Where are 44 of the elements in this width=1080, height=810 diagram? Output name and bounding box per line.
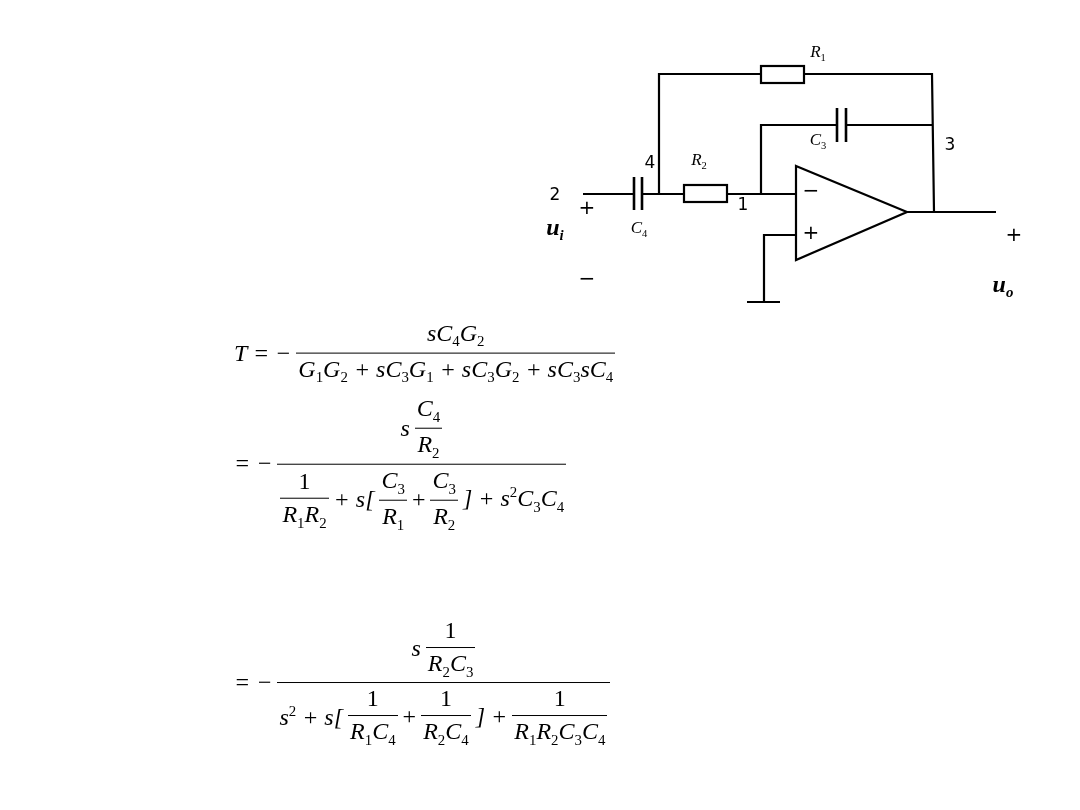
voltage-label: u$_{o}$: [992, 271, 1014, 301]
polarity-sign: +: [578, 197, 596, 217]
math-term: R$_{2}$: [432, 502, 457, 534]
component-label: R$_{2}$: [691, 150, 707, 172]
math-term: = −: [233, 450, 274, 478]
math-term: 1: [443, 617, 458, 645]
math-term: C$_{3}$: [380, 466, 406, 498]
math-term: ] + s$^{2}$C$_{3}$C$_{4}$: [461, 483, 566, 516]
node-number: 1: [737, 195, 749, 213]
node-number: 4: [644, 153, 656, 171]
math-term: 1: [438, 685, 453, 714]
math-term: R$_{1}$R$_{2}$: [281, 500, 328, 532]
math-term: + s[: [332, 486, 377, 514]
math-term: T = −: [233, 339, 293, 367]
component-label: R$_{1}$: [810, 42, 826, 64]
math-term: ] +: [474, 703, 509, 732]
math-term: R$_{2}$C$_{4}$: [422, 718, 470, 749]
polarity-sign: −: [802, 180, 820, 200]
math-term: s$^{2}$ + s[: [278, 702, 345, 732]
component-label: C$_{4}$: [630, 218, 648, 240]
math-term: G$_{1}$G$_{2}$ + sC$_{3}$G$_{1}$ + sC$_{3}$G$_{2}$ + sC$_{3}$sC$_{4}$: [297, 355, 615, 387]
math-term: C$_{4}$: [415, 394, 442, 426]
math-term: sC$_{4}$G$_{2}$: [425, 319, 486, 351]
polarity-sign: +: [1005, 224, 1023, 244]
voltage-label: u$_{i}$: [546, 214, 564, 244]
math-term: 1: [297, 468, 312, 496]
math-term: R$_{1}$R$_{2}$C$_{3}$C$_{4}$: [513, 718, 607, 749]
math-term: +: [410, 486, 427, 514]
node-number: 3: [944, 135, 956, 153]
math-term: +: [401, 703, 418, 732]
polarity-sign: −: [578, 268, 596, 288]
math-term: 1: [365, 685, 380, 714]
math-term: R$_{1}$: [381, 502, 406, 534]
node-number: 2: [549, 185, 561, 203]
component-label: C$_{3}$: [809, 130, 827, 152]
math-term: R$_{1}$C$_{4}$: [349, 718, 397, 749]
math-term: R$_{2}$C$_{3}$: [426, 649, 475, 681]
math-term: s: [410, 634, 422, 663]
math-term: C$_{3}$: [431, 466, 457, 498]
math-term: = −: [233, 669, 274, 697]
polarity-sign: +: [802, 222, 820, 242]
math-term: R$_{2}$: [416, 430, 441, 462]
math-term: 1: [552, 685, 567, 714]
math-term: s: [399, 414, 411, 442]
